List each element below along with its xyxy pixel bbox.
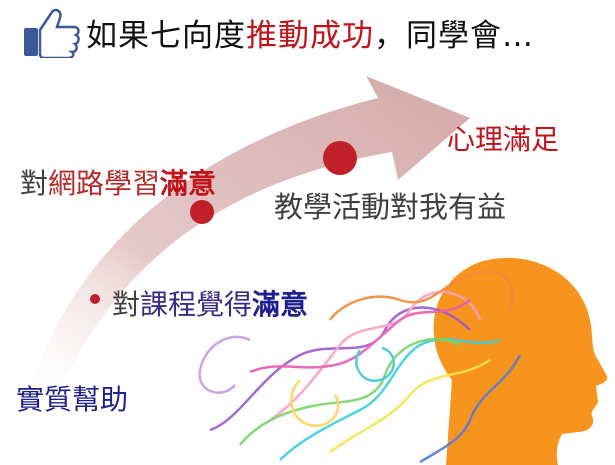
title-prefix: 如果七向度 [86,18,246,54]
stage-goal-label: 心理滿足 [447,123,560,156]
course-strong: 滿意 [252,288,309,321]
stage-dot-large [323,141,357,175]
stage-start-label: 實質幫助 [16,383,129,416]
stage-dot-medium [190,200,214,224]
swirl-lines [198,270,522,464]
thumbs-up-icon [24,8,80,58]
web-mid: 網路學習 [48,167,161,200]
page-title: 如果七向度推動成功，同學會… [86,10,534,55]
course-prefix: 對 [112,288,141,321]
title-suffix: ，同學會… [374,18,534,54]
course-mid: 課程覺得 [140,288,253,321]
growth-arrow [28,76,470,395]
web-prefix: 對 [20,167,49,200]
stage-benefit-label: 教學活動對我有益 [274,190,507,224]
title-highlight: 推動成功 [246,18,374,54]
web-strong: 滿意 [160,167,217,200]
head-silhouette-icon [433,257,608,465]
stage-course-label: 對課程覺得滿意 [112,283,308,323]
stage-web-label: 對網路學習滿意 [20,162,216,202]
stage-dot-small [90,294,100,304]
